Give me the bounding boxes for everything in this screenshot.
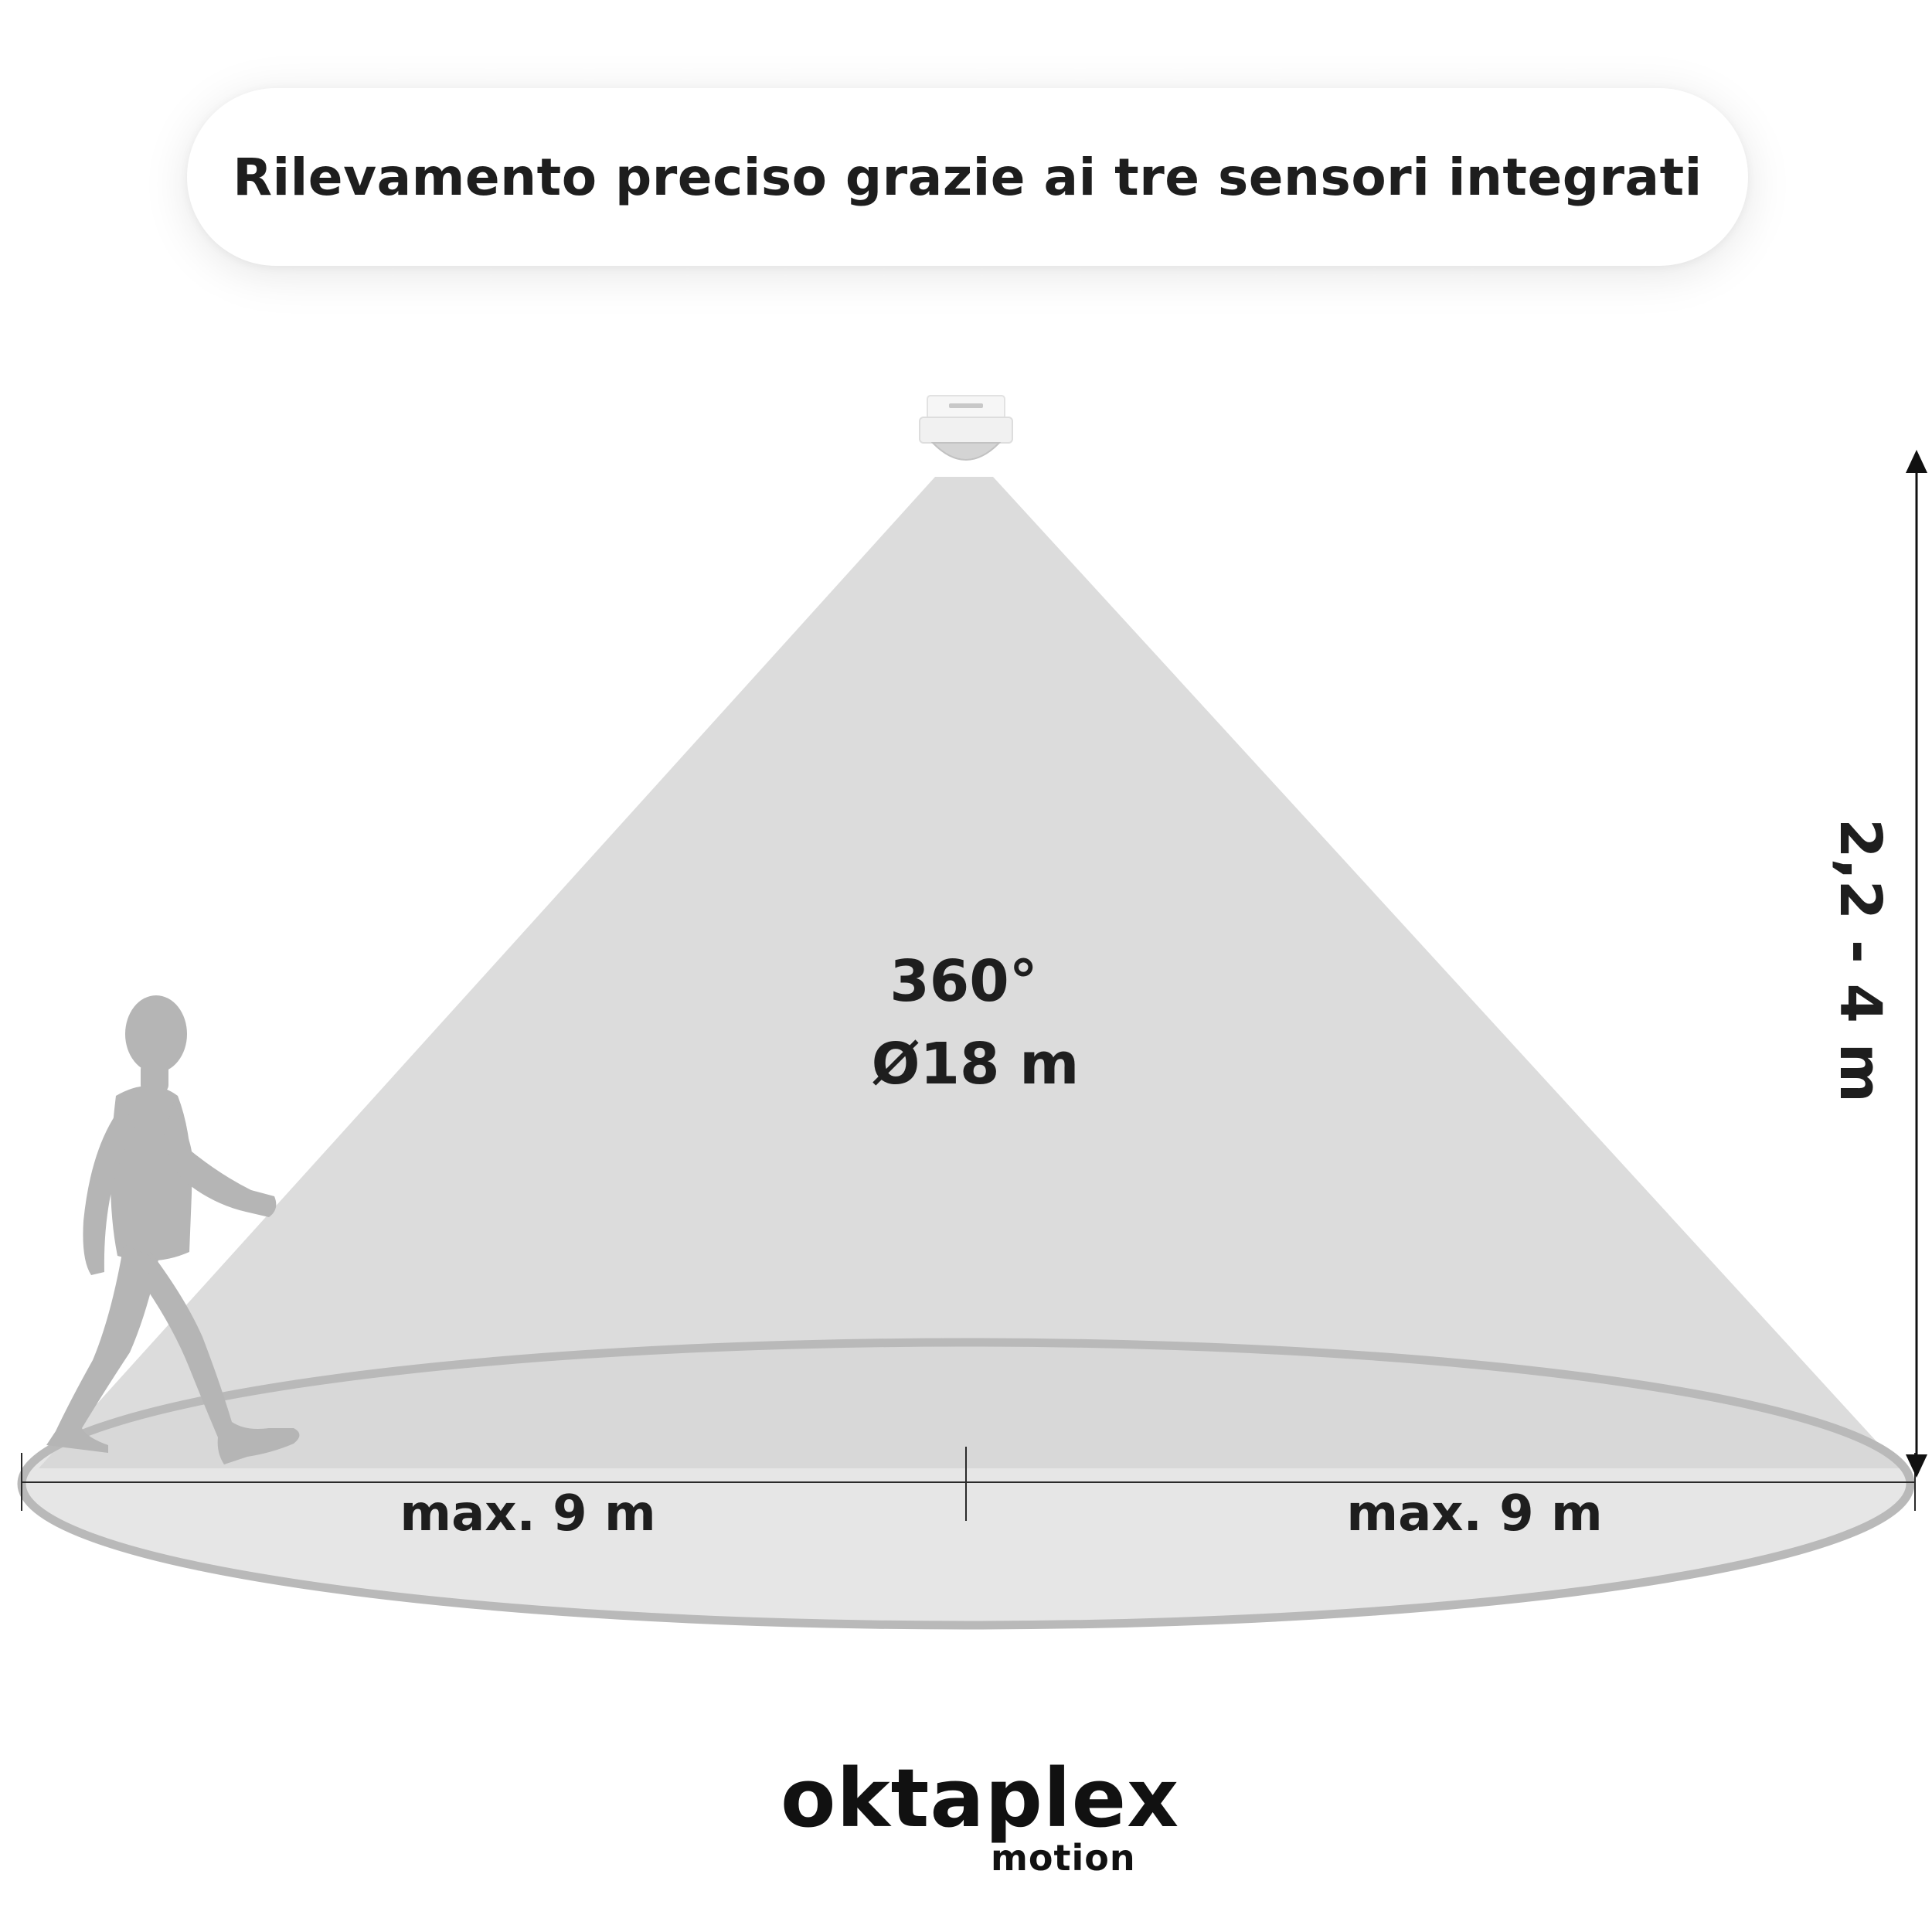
page-title: Rilevamento preciso grazie ai tre sensor… [233,147,1702,207]
detection-cone [39,477,1901,1468]
brand-logo: oktaplex motion [781,1758,1179,1889]
ceiling-motion-sensor-icon [919,395,1013,461]
brand-name: oktaplex [781,1751,1180,1845]
coverage-angle-label: 360° [889,948,1037,1015]
title-banner: Rilevamento preciso grazie ai tre sensor… [187,88,1748,266]
double-arrow-vertical-icon [1906,450,1927,1478]
mounting-height-label: 2,2 - 4 m [1827,818,1893,1103]
right-range-label: max. 9 m [1346,1485,1602,1543]
walking-person-icon [46,995,300,1464]
brand-subline: motion [991,1837,1136,1879]
coverage-diameter-label: Ø18 m [872,1031,1080,1097]
left-range-label: max. 9 m [400,1485,655,1543]
